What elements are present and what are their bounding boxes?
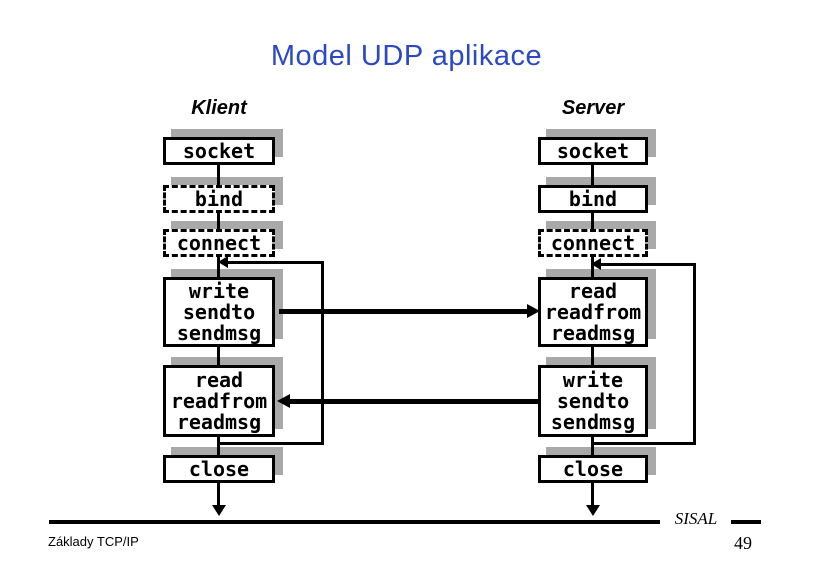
server-send-arrow-line (290, 399, 538, 404)
server-loop-line (601, 263, 696, 266)
client-connector-line (217, 165, 220, 185)
client-connector-line (217, 347, 220, 365)
page-number: 49 (734, 533, 752, 553)
footer-course-title: Základy TCP/IP (48, 534, 139, 549)
server-box-socket: socket (538, 137, 648, 165)
client-connector-line (217, 437, 220, 455)
server-connector-line (591, 437, 594, 455)
client-column-header: Klient (191, 97, 247, 119)
server-send-arrowhead-icon (277, 394, 290, 408)
server-connector-line (591, 347, 594, 365)
client-box-connect: connect (163, 229, 275, 257)
server-loop-line (592, 442, 696, 445)
server-column-header: Server (561, 97, 625, 119)
client-box-write: write sendto sendmsg (163, 277, 275, 347)
client-connector-line (217, 213, 220, 229)
server-loop-line (693, 263, 696, 445)
server-box-bind: bind (538, 185, 648, 213)
footer-rule-left (49, 520, 660, 524)
client-loop-arrowhead-icon (218, 256, 228, 268)
client-send-arrow-line (279, 309, 529, 314)
client-box-bind: bind (163, 185, 275, 213)
server-connector-line (591, 213, 594, 229)
client-loop-line (321, 261, 324, 445)
server-box-connect: connect (538, 229, 648, 257)
client-box-read: read readfrom readmsg (163, 365, 275, 437)
server-box-close: close (538, 455, 648, 483)
server-box-write: write sendto sendmsg (538, 365, 648, 437)
server-exit-arrowhead-icon (586, 505, 600, 516)
client-box-socket: socket (163, 137, 275, 165)
client-exit-arrowhead-icon (212, 505, 226, 516)
client-loop-line (219, 442, 324, 445)
footer-brand: SISAL (674, 509, 718, 528)
slide-title: Model UDP aplikace (270, 40, 543, 72)
server-connector-line (591, 165, 594, 185)
server-box-read: read readfrom readmsg (538, 277, 648, 347)
client-box-close: close (163, 455, 275, 483)
client-exit-line (217, 483, 220, 506)
server-exit-line (591, 483, 594, 506)
client-send-arrowhead-icon (527, 304, 540, 318)
client-loop-line (228, 261, 324, 264)
footer-rule-right (731, 520, 761, 524)
server-loop-arrowhead-icon (591, 258, 601, 270)
